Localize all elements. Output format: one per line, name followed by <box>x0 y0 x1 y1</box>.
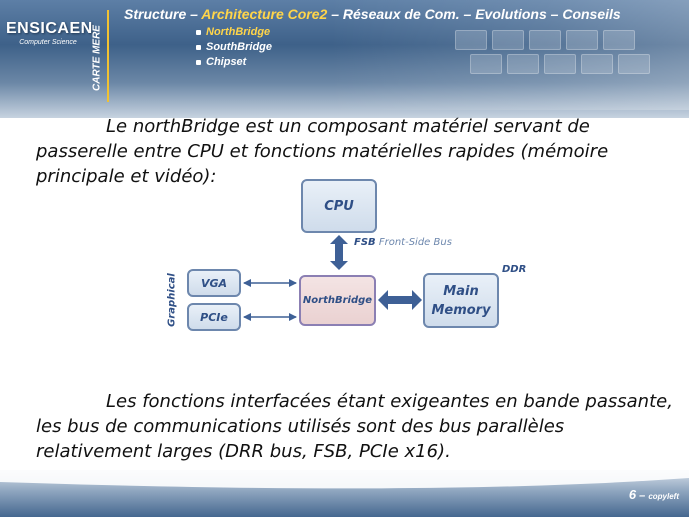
keyboard-key-decoration <box>618 54 650 74</box>
main-memory-label-line2: Memory <box>431 302 491 318</box>
cpu-box: CPU <box>301 179 377 233</box>
vga-label: VGA <box>200 276 228 290</box>
ddr-arrow <box>378 290 422 310</box>
pcie-box: PCIe <box>187 303 241 331</box>
breadcrumb: Structure – Architecture Core2 – Réseaux… <box>124 6 621 22</box>
keyboard-key-decoration <box>492 30 524 50</box>
breadcrumb-separator: – <box>327 6 343 22</box>
fsb-abbr: FSB <box>354 237 376 248</box>
graphical-group-label: Graphical <box>164 270 180 330</box>
main-memory-label-line1: Main <box>443 283 479 299</box>
page-number-dash: – <box>636 490 649 502</box>
breadcrumb-reseaux[interactable]: Réseaux de Com. <box>342 6 460 22</box>
keyboard-key-decoration <box>581 54 613 74</box>
submenu-item-label: Chipset <box>206 56 247 68</box>
header-divider <box>107 10 109 102</box>
conclusion-paragraph: Les fonctions interfacées étant exigeant… <box>36 391 673 462</box>
submenu-item-label: NorthBridge <box>206 26 271 38</box>
bullet-icon <box>196 30 201 35</box>
header-banner <box>0 0 689 118</box>
northbridge-label: NorthBridge <box>302 295 373 306</box>
submenu-item-label: SouthBridge <box>206 41 272 53</box>
vga-box: VGA <box>187 269 241 297</box>
page-number: 6 – copyleft <box>629 487 679 502</box>
ensicaen-logo: ENSICAEN Computer Science <box>6 20 93 46</box>
breadcrumb-structure[interactable]: Structure <box>124 6 187 22</box>
footer-band <box>0 470 689 517</box>
graphical-label: Graphical <box>166 273 178 327</box>
keyboard-key-decoration <box>470 54 502 74</box>
submenu-item-southbridge[interactable]: SouthBridge <box>196 40 272 55</box>
bullet-icon <box>196 45 201 50</box>
section-submenu: NorthBridge SouthBridge Chipset <box>196 25 272 70</box>
footer-wave <box>0 470 689 489</box>
logo-subtitle: Computer Science <box>19 39 77 46</box>
breadcrumb-conseils[interactable]: Conseils <box>562 6 621 22</box>
keyboard-key-decoration <box>544 54 576 74</box>
copyleft-label: copyleft <box>648 492 679 501</box>
breadcrumb-evolutions[interactable]: Evolutions <box>475 6 547 22</box>
breadcrumb-separator: – <box>459 6 476 22</box>
northbridge-box: NorthBridge <box>299 275 376 326</box>
fsb-label: FSB Front-Side Bus <box>354 237 452 248</box>
main-memory-box: Main Memory <box>423 273 499 328</box>
keyboard-key-decoration <box>455 30 487 50</box>
bullet-icon <box>196 60 201 65</box>
intro-paragraph: Le northBridge est un composant matériel… <box>36 116 609 187</box>
cpu-label: CPU <box>324 198 354 214</box>
keyboard-key-decoration <box>566 30 598 50</box>
ddr-label: DDR <box>502 264 527 275</box>
pcie-label: PCIe <box>200 310 228 324</box>
header-background-photo <box>329 0 689 110</box>
submenu-item-chipset[interactable]: Chipset <box>196 55 272 70</box>
submenu-item-northbridge[interactable]: NorthBridge <box>196 25 272 40</box>
page-number-value: 6 <box>628 487 637 502</box>
breadcrumb-separator: – <box>186 6 202 22</box>
fsb-full-name: Front-Side Bus <box>378 237 452 248</box>
keyboard-key-decoration <box>603 30 635 50</box>
breadcrumb-architecture-core2[interactable]: Architecture Core2 <box>201 6 328 22</box>
logo-name: ENSICAEN <box>6 20 93 37</box>
breadcrumb-separator: – <box>546 6 563 22</box>
fsb-arrow <box>330 235 348 270</box>
keyboard-key-decoration <box>507 54 539 74</box>
keyboard-key-decoration <box>529 30 561 50</box>
